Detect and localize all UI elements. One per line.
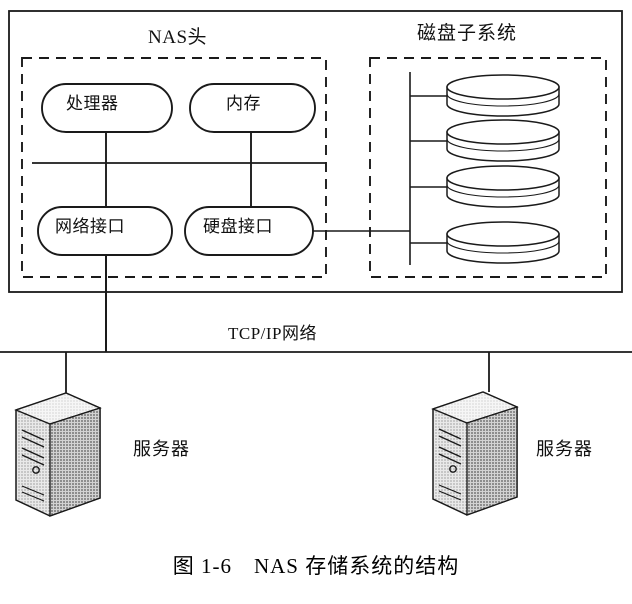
component-disk-interface-label: 硬盘接口 <box>203 217 273 237</box>
server-tower-right[interactable] <box>431 391 519 516</box>
component-processor-label: 处理器 <box>66 94 119 114</box>
nas-outer-boundary <box>8 10 623 293</box>
component-memory[interactable] <box>189 83 316 133</box>
nas-head-group-label: NAS头 <box>148 27 208 48</box>
tcpip-network-label: TCP/IP网络 <box>228 324 318 343</box>
disk-cylinder[interactable] <box>410 221 560 264</box>
disk-cylinder[interactable] <box>410 74 560 117</box>
disk-cylinder[interactable] <box>410 119 560 162</box>
server-right-label: 服务器 <box>536 439 593 460</box>
component-processor[interactable] <box>41 83 173 133</box>
disk-subsystem-dashed-box <box>369 57 607 278</box>
nas-head-dashed-box <box>21 57 327 278</box>
server-tower-left[interactable] <box>14 392 102 517</box>
disk-cylinder[interactable] <box>410 165 560 208</box>
server-left-label: 服务器 <box>133 439 190 460</box>
component-memory-label: 内存 <box>226 94 261 114</box>
component-network-interface-label: 网络接口 <box>55 217 125 237</box>
figure-caption: 图 1-6 NAS 存储系统的结构 <box>172 554 460 578</box>
disk-subsystem-group-label: 磁盘子系统 <box>417 22 518 44</box>
